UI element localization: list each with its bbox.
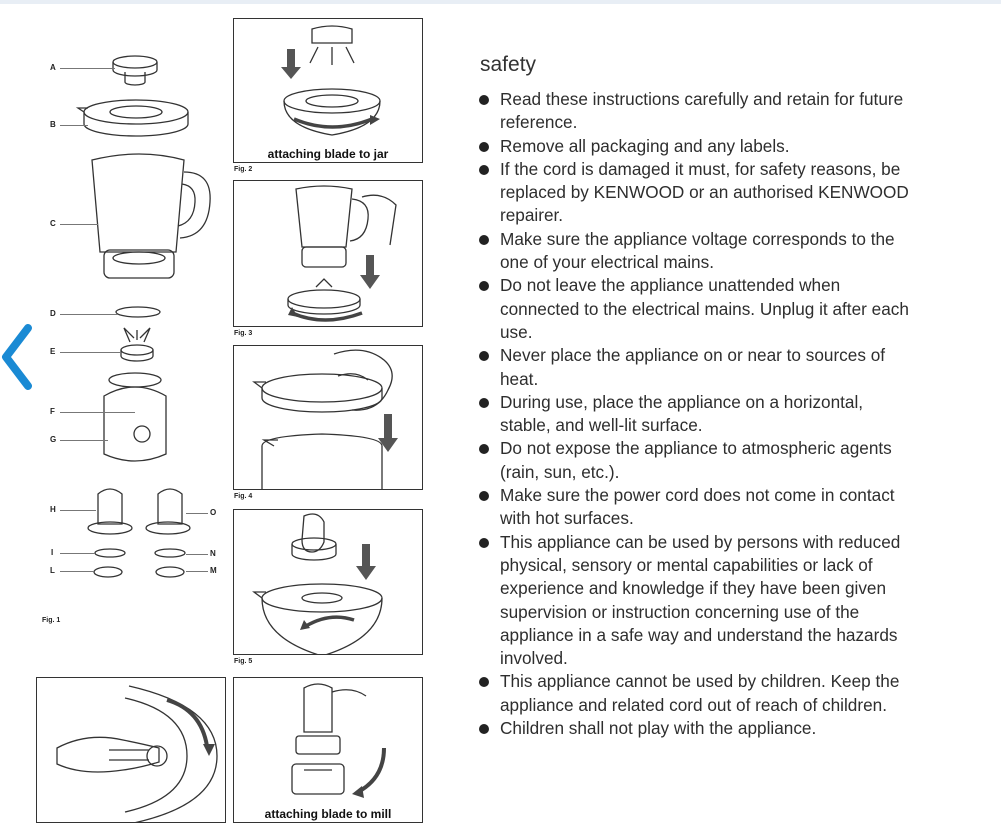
leader-g xyxy=(60,440,108,441)
leader-f xyxy=(60,412,135,413)
fig6-panel xyxy=(36,677,226,823)
safety-item-text: Do not leave the appliance unattended wh… xyxy=(500,275,909,342)
leader-m xyxy=(186,571,208,572)
part-label-h: H xyxy=(50,505,56,514)
list-item: During use, place the appliance on a hor… xyxy=(478,391,918,438)
fig7-caption: attaching blade to mill xyxy=(264,807,392,821)
chevron-left-icon xyxy=(2,324,32,390)
fig3-drawing xyxy=(287,185,397,322)
fig1-label: Fig. 1 xyxy=(42,617,61,624)
bullet-icon xyxy=(479,164,489,175)
part-label-f: F xyxy=(50,407,55,416)
safety-item-text: If the cord is damaged it must, for safe… xyxy=(500,158,909,226)
safety-item-text: During use, place the appliance on a hor… xyxy=(500,391,864,436)
leader-a xyxy=(60,68,115,69)
fig5-label: Fig. 5 xyxy=(234,658,253,665)
fig5-panel xyxy=(233,509,423,655)
safety-item-text: Never place the appliance on or near to … xyxy=(500,345,886,389)
fig4-label: Fig. 4 xyxy=(234,493,253,500)
leader-o xyxy=(186,513,208,514)
previous-page-button[interactable] xyxy=(0,322,36,392)
fig4-drawing xyxy=(252,349,398,489)
bullet-icon xyxy=(479,724,489,735)
fig2-panel: attaching blade to jar xyxy=(233,18,423,163)
leader-n xyxy=(186,554,208,555)
list-item: This appliance cannot be used by childre… xyxy=(478,670,918,717)
part-label-e: E xyxy=(50,347,56,356)
part-label-l: L xyxy=(50,566,55,575)
safety-item-text: Make sure the power cord does not come i… xyxy=(500,485,895,529)
list-item: Do not leave the appliance unattended wh… xyxy=(478,274,918,344)
safety-item-text: Read these instructions carefully and re… xyxy=(500,89,904,133)
part-label-g: G xyxy=(50,435,57,444)
list-item: Remove all packaging and any labels. xyxy=(478,135,918,158)
bullet-icon xyxy=(479,141,489,152)
safety-item-text: This appliance cannot be used by childre… xyxy=(500,671,900,715)
list-item: Read these instructions carefully and re… xyxy=(478,88,918,135)
blender-parts-drawing xyxy=(75,55,211,578)
fig6-drawing xyxy=(56,685,218,822)
part-label-b: B xyxy=(50,120,56,129)
list-item: Make sure the power cord does not come i… xyxy=(478,484,918,531)
part-label-a: A xyxy=(50,63,56,72)
part-label-n: N xyxy=(210,549,216,558)
safety-section: safety Read these instructions carefully… xyxy=(478,53,918,740)
viewer-top-bar xyxy=(0,0,1001,4)
safety-item-text: Children shall not play with the applian… xyxy=(500,718,817,739)
leader-l xyxy=(60,571,94,572)
bullet-icon xyxy=(479,677,489,688)
part-label-d: D xyxy=(50,309,56,318)
fig7-panel: attaching blade to mill xyxy=(233,677,423,823)
safety-item-text: Make sure the appliance voltage correspo… xyxy=(500,228,895,273)
list-item: If the cord is damaged it must, for safe… xyxy=(478,158,918,228)
safety-item-text: Do not expose the appliance to atmospher… xyxy=(500,438,892,482)
list-item: This appliance can be used by persons wi… xyxy=(478,531,918,671)
bullet-icon xyxy=(479,397,489,408)
list-item: Make sure the appliance voltage correspo… xyxy=(478,228,918,275)
safety-item-text: This appliance can be used by persons wi… xyxy=(500,531,901,669)
bullet-icon xyxy=(479,234,489,245)
leader-e xyxy=(60,352,120,353)
bullet-icon xyxy=(479,95,489,105)
part-label-c: C xyxy=(50,219,56,228)
bullet-icon xyxy=(479,281,489,292)
bullet-icon xyxy=(479,351,489,362)
fig3-label: Fig. 3 xyxy=(234,330,253,337)
part-label-m: M xyxy=(210,566,217,575)
fig3-panel xyxy=(233,180,423,327)
fig5-drawing xyxy=(252,513,383,654)
fig2-label: Fig. 2 xyxy=(234,166,253,173)
part-label-o: O xyxy=(210,508,217,517)
leader-b xyxy=(60,125,88,126)
part-label-i: I xyxy=(51,548,54,557)
safety-list: Read these instructions carefully and re… xyxy=(478,88,918,740)
fig4-panel xyxy=(233,345,423,490)
safety-item-text: Remove all packaging and any labels. xyxy=(500,135,790,156)
list-item: Never place the appliance on or near to … xyxy=(478,344,918,391)
fig7-drawing xyxy=(291,683,386,798)
list-item: Children shall not play with the applian… xyxy=(478,717,918,740)
list-item: Do not expose the appliance to atmospher… xyxy=(478,437,918,484)
fig2-caption: attaching blade to jar xyxy=(267,147,389,161)
bullet-icon xyxy=(479,537,489,548)
safety-heading: safety xyxy=(480,53,537,76)
leader-c xyxy=(60,224,98,225)
fig2-drawing xyxy=(281,25,381,136)
bullet-icon xyxy=(479,444,489,455)
leader-i xyxy=(60,553,95,554)
leader-d xyxy=(60,314,118,315)
bullet-icon xyxy=(479,491,489,502)
leader-h xyxy=(60,510,96,511)
